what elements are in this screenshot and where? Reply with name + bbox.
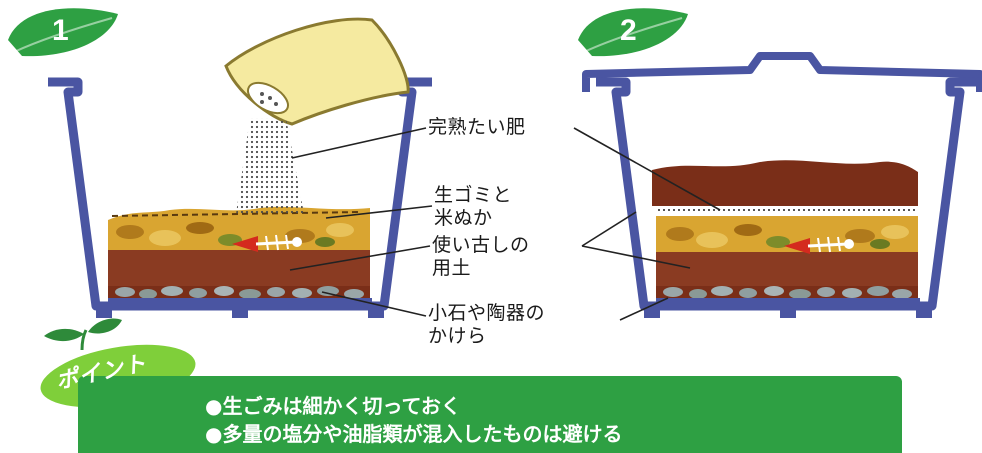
pot-1-pebbles-layer — [108, 284, 370, 300]
pot-2-lid — [582, 52, 982, 92]
label-kitchen-waste-line1: 生ゴミと — [434, 184, 513, 206]
step-1-leaf-icon — [8, 8, 118, 57]
leader-lines — [289, 127, 721, 321]
step-2-number: 2 — [620, 14, 637, 47]
label-pebbles-line1: 小石や陶器の — [428, 302, 546, 324]
label-kitchen-waste-line2: 米ぬか — [434, 207, 493, 229]
step-1-number: 1 — [52, 14, 69, 47]
pot-1-fish-bone-icon — [232, 234, 302, 252]
point-item-1: ●生ごみは細かく切っておく — [205, 394, 461, 418]
pot-2-pebbles-layer — [656, 284, 918, 300]
label-used-soil-line2: 用土 — [432, 257, 472, 279]
label-pebbles-line2: かけら — [428, 325, 487, 347]
pot-1-kitchen-waste-layer — [108, 206, 370, 250]
pot-2-top-soil-layer — [652, 160, 918, 206]
pot-2-compost-thin-layer — [656, 206, 918, 216]
pot-2 — [582, 52, 982, 318]
point-box — [78, 376, 902, 453]
point-item-2: ●多量の塩分や油脂類が混入したものは避ける — [205, 422, 623, 446]
label-used-soil-line1: 使い古しの — [432, 234, 530, 256]
compost-bag-icon — [224, 17, 410, 126]
compost-sprinkle — [236, 118, 304, 214]
label-compost: 完熟たい肥 — [428, 116, 526, 138]
pot-2-used-soil-layer — [656, 252, 918, 286]
pot-1-used-soil-layer — [108, 250, 370, 286]
pot-2-fish-bone-icon — [784, 236, 854, 254]
step-2-leaf-icon — [578, 8, 688, 57]
sprout-icon — [44, 318, 122, 351]
